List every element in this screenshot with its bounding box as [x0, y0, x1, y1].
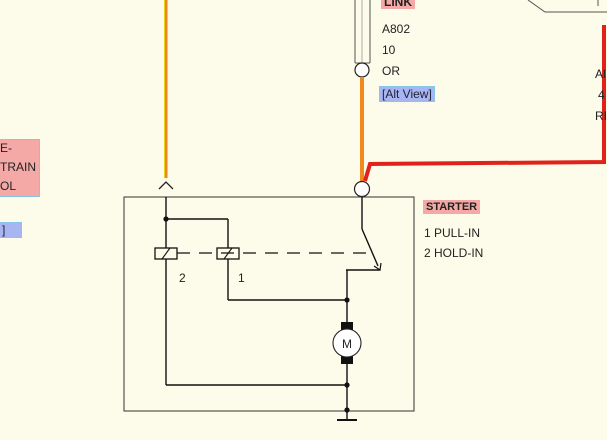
motor-label: M — [342, 337, 352, 351]
contact-arrow — [373, 262, 382, 272]
starter-internal-wiring — [165, 197, 380, 420]
coil-2-label: 2 — [179, 271, 186, 285]
right-label-a: Al — [595, 67, 606, 81]
hold-in-legend: 2 HOLD-IN — [424, 246, 484, 260]
link-label: LINK — [381, 0, 415, 9]
coil-1-label: 1 — [238, 271, 245, 285]
powertrain-line-3: OL — [0, 179, 17, 193]
powertrain-label[interactable]: E- TRAIN OL — [0, 139, 40, 197]
right-connector-edge — [527, 0, 607, 13]
junction-dots — [163, 216, 350, 413]
powertrain-line-1: E- — [0, 141, 12, 155]
connector-pin-starter — [353, 180, 371, 198]
starter-label[interactable]: STARTER — [423, 200, 481, 214]
connector-pin-top — [354, 62, 370, 78]
pull-in-legend: 1 PULL-IN — [424, 226, 481, 240]
motor-symbol — [332, 322, 362, 364]
wire-color: OR — [382, 64, 400, 78]
alt-view-link[interactable]: [Alt View] — [379, 86, 435, 102]
left-alt-view-link[interactable]: ] — [0, 222, 22, 238]
wire-gauge: 10 — [382, 43, 396, 57]
coil-hold-in — [154, 247, 178, 260]
powertrain-line-2: TRAIN — [0, 160, 36, 174]
right-label-r: RI — [595, 109, 607, 123]
right-label-4: 4 — [598, 88, 605, 102]
link-connector — [354, 0, 371, 64]
circuit-id: A802 — [382, 22, 411, 36]
red-wire[interactable] — [363, 25, 606, 182]
starter-box — [123, 196, 415, 412]
connector-chevron-top — [158, 181, 174, 190]
